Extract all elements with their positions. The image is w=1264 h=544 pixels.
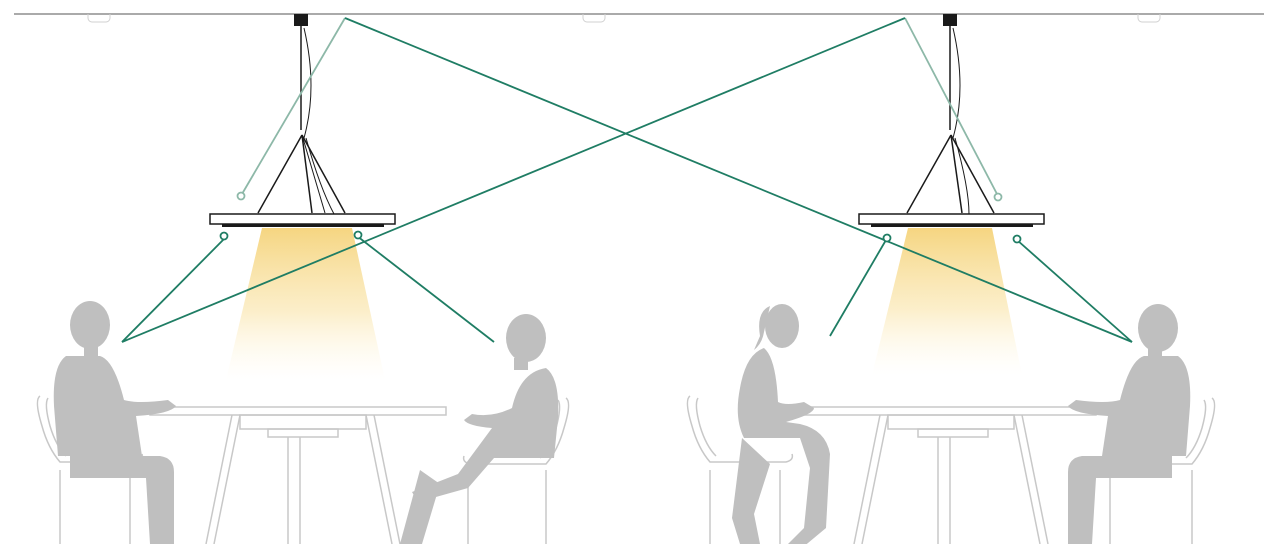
sensor-lines	[121, 17, 1133, 343]
chair-3	[686, 395, 794, 544]
ceiling	[14, 13, 1264, 23]
light-beam-right	[872, 228, 1022, 375]
person-4	[1068, 304, 1191, 544]
person-1	[53, 301, 176, 544]
person-3	[732, 304, 830, 544]
pendant-lamp-icon	[209, 14, 396, 227]
pendant-lamp-icon	[858, 14, 1045, 227]
light-beam-left	[226, 228, 385, 380]
person-2	[400, 314, 559, 544]
sensor-dot-icon	[219, 191, 1022, 244]
table-right	[799, 406, 1097, 544]
table-left	[149, 406, 447, 544]
